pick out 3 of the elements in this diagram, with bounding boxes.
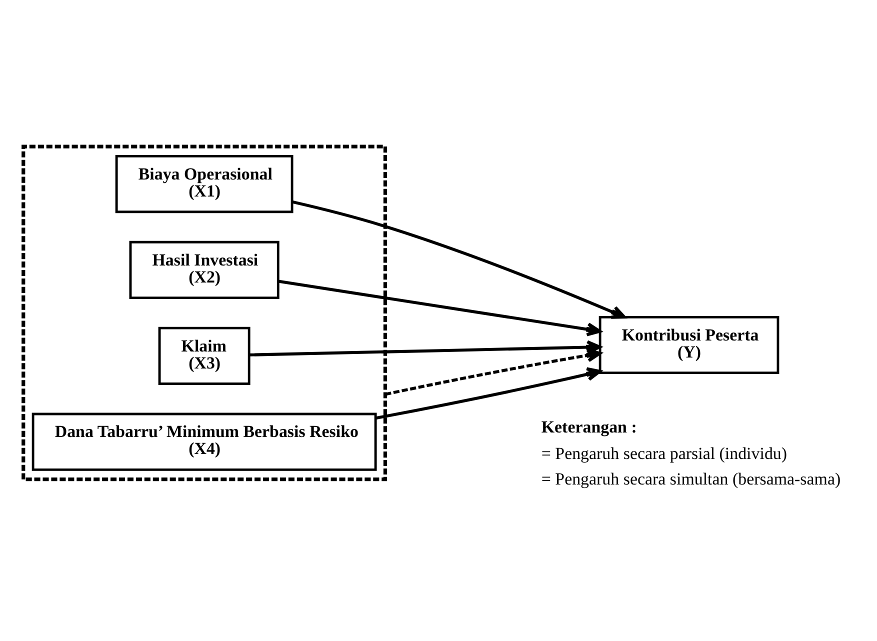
legend-label: = Pengaruh secara parsial (individu) [541, 444, 788, 464]
legend-label: = Pengaruh secara simultan (bersama-sama) [541, 469, 841, 488]
label: Keterangan : [541, 417, 637, 436]
